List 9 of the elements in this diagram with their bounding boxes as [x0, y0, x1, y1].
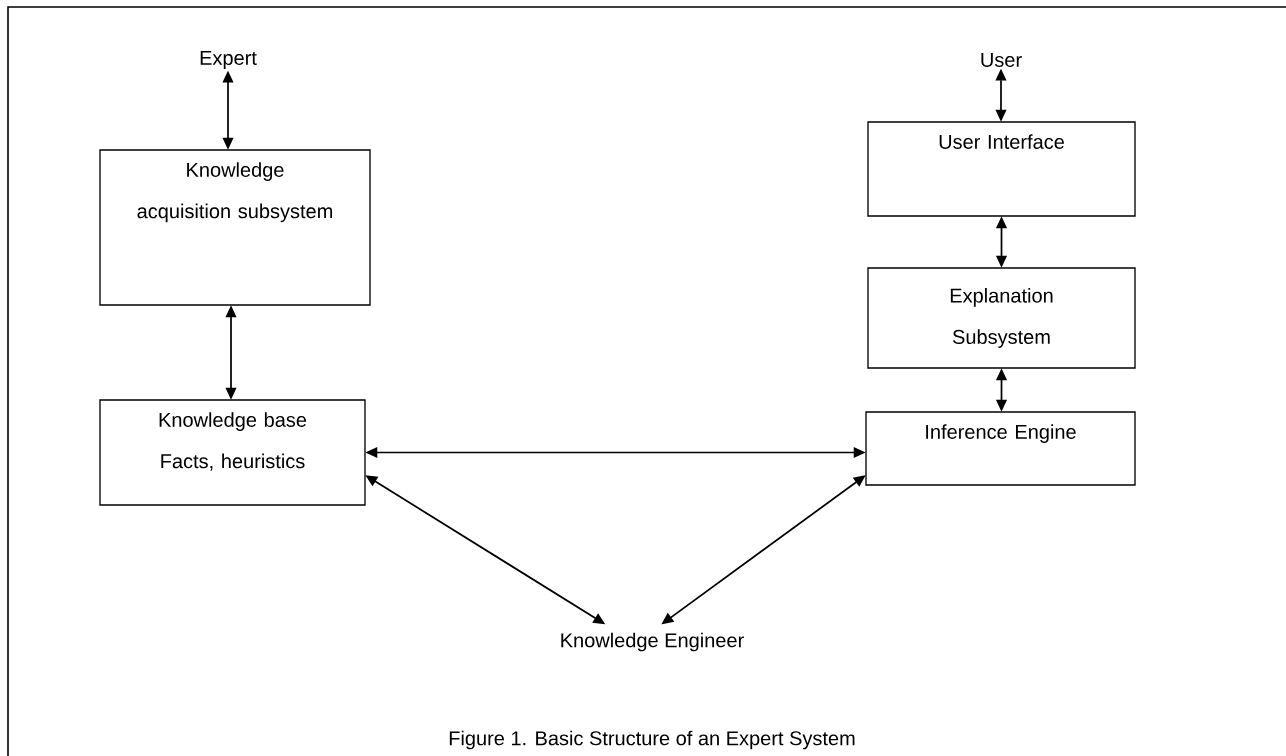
node-label: Knowledge Engineer [561, 632, 744, 652]
process-box: Explanation Subsystem [867, 267, 1136, 369]
node-label: Expert [200, 51, 257, 69]
caption: Figure 1. Basic Structure of an Expert System [449, 730, 855, 750]
process-box: User Interface [867, 121, 1136, 217]
process-box: Knowledge base Facts, heuristics [99, 399, 366, 506]
node-label: User [981, 53, 1022, 67]
process-box: Inference Engine [865, 411, 1136, 486]
process-box: Knowledge acquisition subsystem [99, 149, 371, 306]
